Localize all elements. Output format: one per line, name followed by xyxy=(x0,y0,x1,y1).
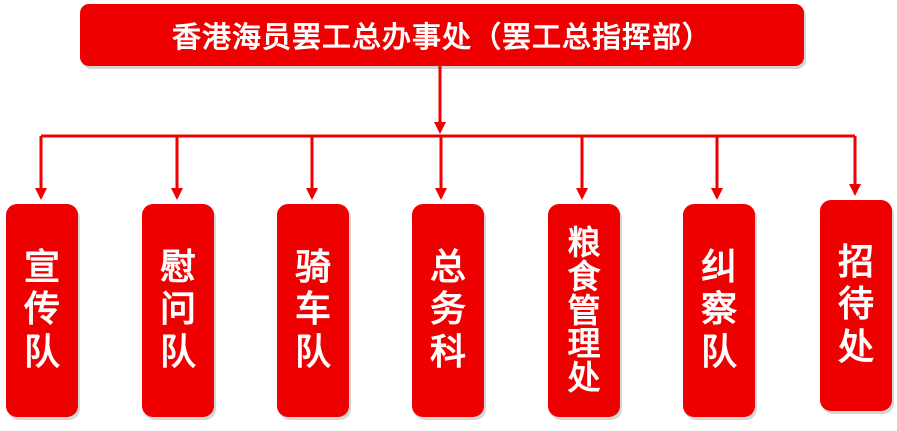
department-label: 招待处 xyxy=(838,241,875,368)
department-label: 慰问队 xyxy=(160,246,197,373)
department-reception: 招待处 xyxy=(820,200,892,411)
department-label: 总务科 xyxy=(430,246,467,373)
root-node-strike-headquarters: 香港海员罢工总办事处（罢工总指挥部） xyxy=(80,4,804,66)
department-label: 粮食管理处 xyxy=(567,222,601,398)
department-comfort-team: 慰问队 xyxy=(142,204,214,417)
department-label: 纠察队 xyxy=(701,246,738,373)
department-label: 宣传队 xyxy=(24,246,61,373)
department-food-management: 粮食管理处 xyxy=(548,204,620,417)
department-cycling-team: 骑车队 xyxy=(277,204,349,417)
department-general-affairs: 总务科 xyxy=(412,204,484,417)
department-label: 骑车队 xyxy=(295,246,332,373)
department-propaganda-team: 宣传队 xyxy=(6,204,78,417)
root-node-label: 香港海员罢工总办事处（罢工总指挥部） xyxy=(171,20,712,54)
department-picket-team: 纠察队 xyxy=(683,204,755,417)
